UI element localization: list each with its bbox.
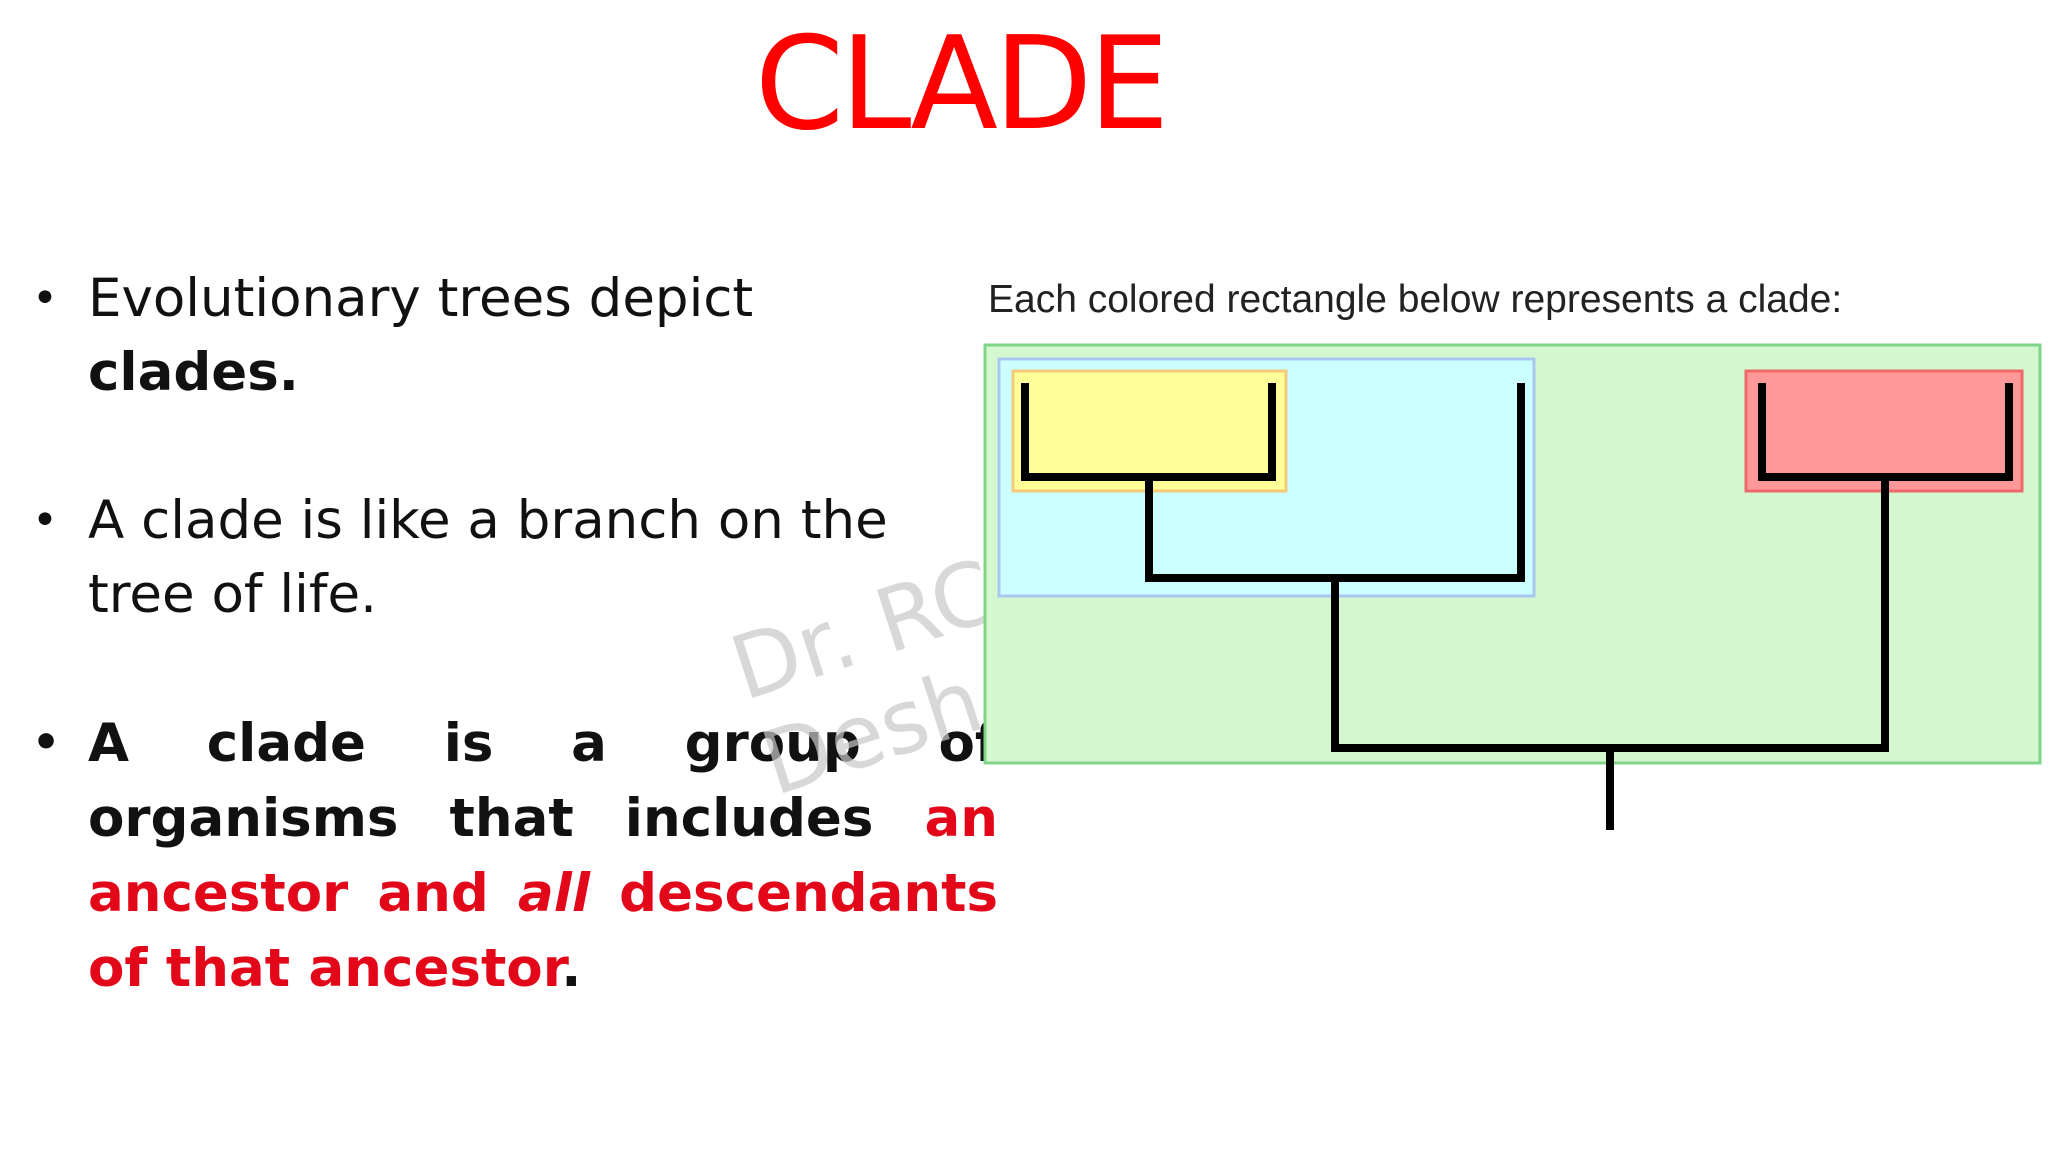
bullet-1-bold: clades.	[88, 342, 299, 403]
bullet-list: • Evolutionary trees depict clades. • A …	[30, 262, 998, 1006]
red-clade-rect	[1744, 369, 2024, 493]
bullet-3-period: .	[561, 938, 582, 999]
bullet-3-red-1: an ancestor and	[88, 788, 998, 924]
bullet-dot-icon: •	[32, 495, 58, 546]
bullet-1-text: Evolutionary trees depict	[88, 268, 754, 329]
bullet-branch-tree: • A clade is like a branch on the tree o…	[30, 484, 970, 632]
clade-diagram	[983, 343, 2042, 830]
bullet-dot-icon: •	[32, 717, 61, 768]
bullet-dot-icon: •	[32, 273, 58, 324]
bullet-3-red-italic: all	[517, 863, 591, 924]
tree-branches	[1021, 383, 2013, 830]
bullet-3-black: A clade is a group of organisms that inc…	[88, 713, 998, 849]
bullet-3-red-2: descendants of that ancestor	[88, 863, 998, 999]
bullet-clade-definition: • A clade is a group of organisms that i…	[30, 706, 998, 1006]
slide-title: CLADE	[754, 10, 1170, 159]
bullet-evolutionary-trees: • Evolutionary trees depict clades.	[30, 262, 970, 410]
diagram-caption: Each colored rectangle below represents …	[988, 278, 1843, 321]
yellow-clade-rect	[1011, 369, 1288, 493]
bullet-2-text: A clade is like a branch on the tree of …	[88, 490, 888, 625]
